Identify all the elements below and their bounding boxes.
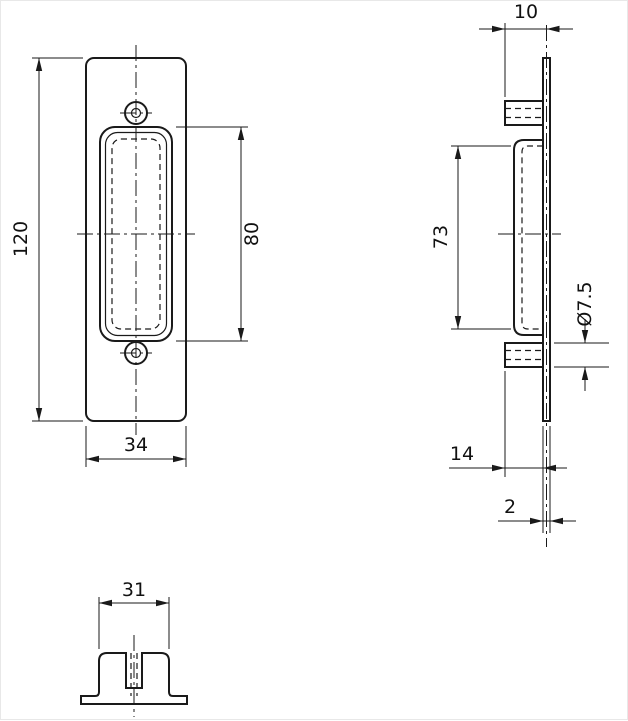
extension-lines bbox=[451, 145, 511, 330]
dim-front-width: 34 bbox=[85, 426, 187, 467]
projection-hidden-wall bbox=[521, 145, 543, 330]
dim-front-height: 120 bbox=[10, 57, 83, 422]
dim-label-pocket-height: 80 bbox=[241, 222, 263, 246]
dim-top-depth: 10 bbox=[479, 1, 573, 97]
dim-label-top-depth: 10 bbox=[514, 1, 538, 23]
dim-label-bottom-width: 31 bbox=[122, 579, 146, 601]
dim-boss-depth: 14 bbox=[449, 371, 567, 477]
dim-recess-height: 73 bbox=[430, 145, 511, 330]
extension-lines bbox=[176, 126, 248, 342]
extension-lines bbox=[554, 342, 609, 368]
side-view bbox=[498, 25, 561, 547]
boss-outline bbox=[504, 342, 544, 368]
bottom-profile-outline bbox=[80, 652, 188, 705]
dim-label-front-height: 120 bbox=[10, 221, 32, 257]
front-view bbox=[77, 45, 195, 435]
slot-hidden-lines bbox=[130, 653, 138, 696]
screw-boss-bottom bbox=[504, 342, 544, 368]
bottom-view bbox=[80, 635, 188, 717]
dim-label-plate-thickness: 2 bbox=[504, 496, 516, 518]
dim-hole-diameter: Ø7.5 bbox=[554, 281, 609, 391]
dim-bottom-width: 31 bbox=[98, 579, 170, 649]
pocket-projection bbox=[513, 139, 543, 336]
dim-label-hole-diameter: Ø7.5 bbox=[574, 281, 596, 326]
screw-boss-top bbox=[504, 100, 544, 126]
dim-plate-thickness: 2 bbox=[498, 426, 576, 533]
hidden-hole-lines bbox=[505, 107, 543, 119]
hidden-hole-lines bbox=[505, 349, 543, 361]
dim-pocket-height: 80 bbox=[176, 126, 263, 342]
extension-lines bbox=[32, 57, 83, 422]
dim-label-front-width: 34 bbox=[124, 434, 148, 456]
dim-label-recess-height: 73 bbox=[430, 225, 452, 249]
dim-label-boss-depth: 14 bbox=[450, 443, 474, 465]
projection-outline bbox=[513, 139, 543, 336]
extension-lines bbox=[542, 426, 551, 533]
boss-outline bbox=[504, 100, 544, 126]
